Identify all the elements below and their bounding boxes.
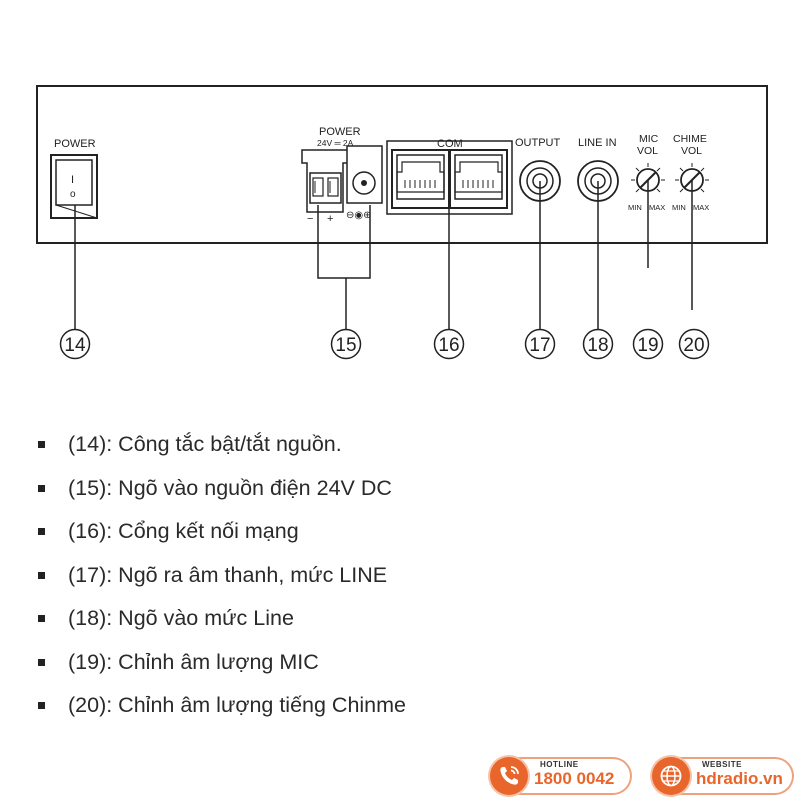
legend-text: (19): Chỉnh âm lượng MIC <box>68 649 319 674</box>
svg-text:14: 14 <box>64 335 86 356</box>
legend-text: (17): Ngõ ra âm thanh, mức LINE <box>68 562 388 587</box>
plus-label: + <box>327 213 333 225</box>
callout-20: 20 <box>678 328 710 360</box>
svg-text:18: 18 <box>587 335 608 356</box>
dc-terminal-block[interactable] <box>301 149 349 213</box>
callout-18: 18 <box>582 328 614 360</box>
svg-text:16: 16 <box>438 335 459 356</box>
mic-max-label: MAX <box>649 203 665 212</box>
mic-min-label: MIN <box>628 203 642 212</box>
website-url: hdradio.vn <box>696 769 783 788</box>
dc-barrel-jack[interactable] <box>346 145 383 204</box>
globe-icon <box>652 757 690 795</box>
svg-text:15: 15 <box>335 335 356 356</box>
legend-item: (19): Chỉnh âm lượng MIC <box>38 642 778 686</box>
leader-lines <box>74 180 693 329</box>
legend-text: (16): Cổng kết nối mạng <box>68 519 299 543</box>
rj45-port-1[interactable] <box>391 149 450 209</box>
callout-16: 16 <box>433 328 465 360</box>
legend-text: (14): Công tắc bật/tắt nguồn. <box>68 432 342 456</box>
legend-item: (18): Ngõ vào mức Line <box>38 598 778 642</box>
polarity-symbol: ⊖◉⊕ <box>346 210 371 221</box>
hotline-caption: HOTLINE <box>540 760 579 769</box>
website-caption: WEBSITE <box>702 760 742 769</box>
power-input-label: POWER <box>319 126 361 138</box>
legend-item: (16): Cổng kết nối mạng <box>38 511 778 555</box>
rear-panel-diagram: POWER I o POWER 24V ═ 2A − + ⊖◉⊕ COM <box>36 85 768 360</box>
mic-vol-label-line1: MIC <box>639 133 659 145</box>
bullet-icon <box>38 615 45 622</box>
legend-item: (20): Chỉnh âm lượng tiếng Chinme <box>38 685 778 729</box>
power-switch[interactable]: I o <box>50 154 98 219</box>
com-label: COM <box>437 138 463 150</box>
bullet-icon <box>38 658 45 666</box>
legend-list: (14): Công tắc bật/tắt nguồn. (15): Ngõ … <box>38 424 778 729</box>
bullet-icon <box>38 528 45 535</box>
callout-15: 15 <box>330 328 362 360</box>
switch-on-mark: I <box>71 174 74 186</box>
chime-vol-label-line1: CHIME <box>673 133 707 145</box>
callout-19: 19 <box>632 328 664 360</box>
phone-icon <box>490 757 528 795</box>
legend-item: (14): Công tắc bật/tắt nguồn. <box>38 424 778 468</box>
svg-text:17: 17 <box>529 335 550 356</box>
power-switch-label: POWER <box>54 138 96 150</box>
chime-min-label: MIN <box>672 203 686 212</box>
callout-14: 14 <box>59 328 91 360</box>
hotline-badge[interactable]: HOTLINE 1800 0042 <box>490 757 632 795</box>
chime-vol-label-line2: VOL <box>681 145 702 157</box>
chassis-outline <box>36 85 768 244</box>
switch-off-mark: o <box>70 189 76 200</box>
legend-item: (15): Ngõ vào nguồn điện 24V DC <box>38 468 778 512</box>
rj45-port-2[interactable] <box>449 149 508 209</box>
chime-max-label: MAX <box>693 203 709 212</box>
callout-17: 17 <box>524 328 556 360</box>
legend-item: (17): Ngõ ra âm thanh, mức LINE <box>38 555 778 599</box>
hotline-number: 1800 0042 <box>534 769 615 788</box>
bullet-icon <box>38 441 45 448</box>
bullet-icon <box>38 571 45 579</box>
svg-text:19: 19 <box>637 335 658 356</box>
legend-text: (15): Ngõ vào nguồn điện 24V DC <box>68 475 392 500</box>
svg-text:20: 20 <box>683 335 704 356</box>
website-badge[interactable]: WEBSITE hdradio.vn <box>652 757 794 795</box>
minus-label: − <box>307 213 313 225</box>
legend-text: (20): Chỉnh âm lượng tiếng Chinme <box>68 693 407 717</box>
mic-vol-label-line2: VOL <box>637 145 658 157</box>
output-label: OUTPUT <box>515 137 561 149</box>
bullet-icon <box>38 484 45 492</box>
bullet-icon <box>38 702 45 709</box>
power-rating-label: 24V ═ 2A <box>317 138 354 148</box>
legend-text: (18): Ngõ vào mức Line <box>68 606 294 630</box>
line-in-label: LINE IN <box>578 137 617 149</box>
